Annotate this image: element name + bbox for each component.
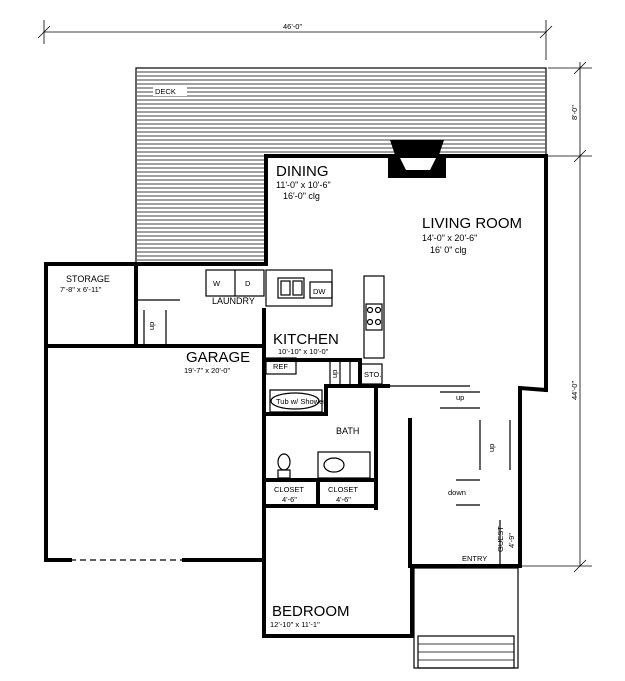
storage-name: STORAGE (66, 274, 110, 284)
closet-2-size: 4'-6" (336, 495, 351, 504)
kitchen-stair-up: up (330, 370, 339, 378)
overall-width-dimension: 46'-0" (283, 22, 302, 31)
storage-size: 7'-8" x 6'-11" (60, 285, 102, 294)
kitchen-name: KITCHEN (273, 331, 339, 348)
kitchen-storage-label: STO. (364, 370, 381, 379)
dishwasher-label: DW (313, 287, 326, 296)
stairs-group (143, 310, 511, 506)
living-room-size: 14'-0" x 20'-6" (422, 233, 477, 243)
living-room-name: LIVING ROOM (422, 215, 522, 232)
refrigerator-label: REF (273, 362, 288, 371)
closet-2-name: CLOSET (328, 485, 358, 494)
guest-name: GUEST (496, 526, 505, 552)
garage-stair-up: up (147, 322, 156, 330)
hall-stair-down: down (448, 488, 466, 497)
deck-label-knockout (153, 85, 187, 96)
dimension-lines (37, 20, 592, 573)
entry-name: ENTRY (462, 554, 487, 563)
entry-porch (413, 567, 519, 669)
kitchen-size: 10'-10" x 10'-0" (278, 347, 329, 356)
garage-name: GARAGE (186, 349, 250, 366)
dining-name: DINING (276, 163, 329, 180)
bath-tub-label: Tub w/ Shower (276, 397, 326, 406)
garage-size: 19'-7" x 20'-0" (184, 366, 230, 375)
fireplace (388, 140, 446, 178)
closet-1-name: CLOSET (274, 485, 304, 494)
deck-label: DECK (155, 87, 176, 96)
washer-label: W (213, 279, 221, 288)
bath-fixtures (269, 389, 371, 479)
laundry-appliances (205, 269, 265, 297)
house-interior (266, 156, 546, 266)
overall-depth-dimension: 44'-0" (570, 381, 579, 400)
bath-name: BATH (336, 426, 359, 436)
bedroom-name: BEDROOM (272, 603, 350, 620)
closet-1-size: 4'-6" (282, 495, 297, 504)
dryer-label: D (245, 279, 251, 288)
living-room-ceiling: 16' 0" clg (430, 245, 466, 255)
dining-size: 11'-0" x 10'-6" (276, 180, 331, 190)
laundry-name: LAUNDRY (212, 296, 255, 306)
hall-stair-up-2: up (487, 444, 496, 452)
bedroom-size: 12'-10" x 11'-1" (270, 620, 320, 629)
dining-ceiling: 16'-0" clg (283, 191, 320, 201)
kitchen-cabinets (265, 269, 385, 385)
interior-walls (44, 264, 501, 568)
hall-stair-up-1: up (456, 393, 464, 402)
guest-size: 4'-9" (507, 533, 516, 548)
deck-depth-dimension: 8'-0" (570, 105, 579, 120)
